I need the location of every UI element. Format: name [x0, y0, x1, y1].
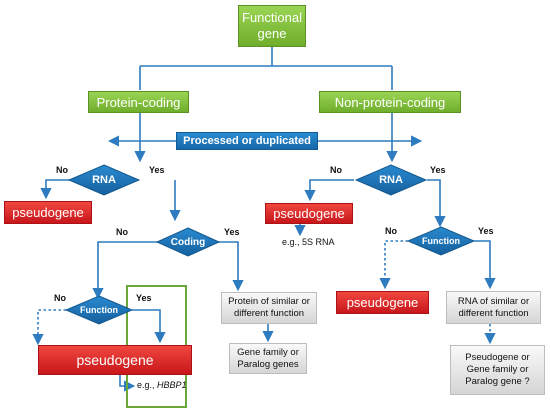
coding-no-label: No [116, 227, 128, 237]
functional-gene-label: Functional gene [242, 10, 302, 41]
pseudogene-box-3: pseudogene [336, 291, 429, 314]
pseudogene-label-4: pseudogene [76, 352, 154, 368]
function-left-diamond [64, 295, 134, 325]
rna-right-no-label: No [330, 165, 342, 175]
rna-left-no-label: No [56, 165, 68, 175]
pseudogene-box-1: pseudogene [4, 201, 92, 224]
protein-coding-box: Protein-coding [88, 91, 189, 113]
function-left-label: Function [80, 305, 118, 315]
connector-coding-yes [218, 241, 244, 292]
protein-similar-box: Protein of similar or different function [221, 292, 317, 324]
rna-right-yes-label: Yes [430, 165, 446, 175]
pseudogene-or-family-box: Pseudogene or Gene family or Paralog gen… [450, 345, 545, 395]
coding-yes-label: Yes [224, 227, 240, 237]
example-hbbp1: e.g., HBBP1 [137, 380, 187, 390]
coding-diamond [155, 227, 221, 257]
gene-family-label: Gene family or Paralog genes [237, 346, 299, 370]
connector-rna-right-no [304, 179, 354, 202]
rna-right-diamond [354, 164, 428, 196]
connector-function-right-yes [474, 240, 496, 290]
function-right-label: Function [422, 236, 460, 246]
non-protein-coding-box: Non-protein-coding [319, 91, 461, 113]
rna-left-diamond [67, 164, 141, 196]
coding-label: Coding [170, 236, 206, 248]
example-5s-rna: e.g., 5S RNA [282, 237, 335, 247]
connector-function-left-yes [132, 309, 166, 344]
functional-gene-box: Functional gene [238, 5, 306, 47]
function-left-no-label: No [54, 293, 66, 303]
rna-right-label: RNA [379, 174, 403, 186]
connector-coding-no [92, 241, 158, 300]
connector-top [139, 47, 393, 90]
rna-similar-box: RNA of similar or different function [446, 291, 541, 324]
pseudogene-label-2: pseudogene [273, 206, 345, 221]
pseudogene-box-4: pseudogene [38, 345, 192, 375]
processed-or-duplicated-label: Processed or duplicated [183, 135, 311, 147]
connector-rna-left-no [40, 179, 72, 200]
function-right-yes-label: Yes [478, 226, 494, 236]
pseudogene-or-family-label: Pseudogene or Gene family or Paralog gen… [465, 352, 530, 387]
pseudogene-box-2: pseudogene [265, 203, 353, 224]
connector-rna-right-yes [427, 179, 446, 228]
pseudogene-label-1: pseudogene [12, 205, 84, 220]
connector-function-right-no-dotted [379, 240, 408, 290]
example-gene-name: HBBP1 [157, 380, 187, 390]
pseudogene-label-3: pseudogene [346, 295, 419, 310]
function-right-diamond [406, 226, 476, 256]
gene-family-box: Gene family or Paralog genes [229, 343, 307, 374]
example-prefix: e.g., [137, 380, 158, 390]
rna-similar-label: RNA of similar or different function [457, 295, 530, 319]
rna-left-label: RNA [92, 174, 116, 186]
function-right-no-label: No [385, 226, 397, 236]
protein-coding-label: Protein-coding [96, 94, 181, 110]
protein-similar-label: Protein of similar or different function [228, 296, 310, 319]
connector-to-hbbp1 [119, 374, 136, 392]
non-protein-coding-label: Non-protein-coding [334, 94, 446, 110]
rna-left-yes-label: Yes [149, 165, 165, 175]
connector-function-left-no-dotted [32, 309, 66, 346]
function-left-yes-label: Yes [136, 293, 152, 303]
processed-or-duplicated-banner: Processed or duplicated [176, 132, 318, 150]
